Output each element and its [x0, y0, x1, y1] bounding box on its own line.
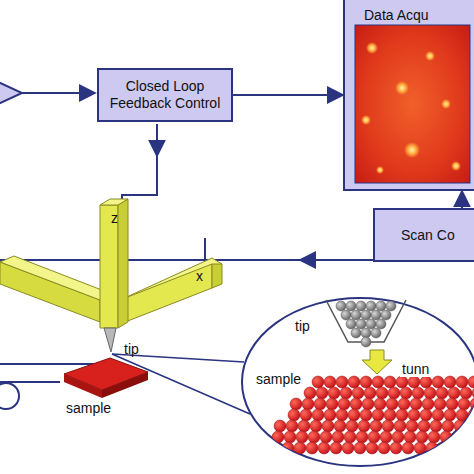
display-panel: Data Acqu: [343, 0, 474, 191]
tip-atoms: [336, 301, 396, 347]
part-label: z: [111, 210, 118, 226]
part-label: tunn: [400, 361, 431, 377]
tunnel-arrow: [362, 350, 392, 374]
tip-needle: [104, 328, 116, 352]
signal-arrow: [233, 94, 343, 96]
zoom-ellipse: [242, 298, 474, 466]
box-label: Closed Loop Feedback Control: [107, 78, 223, 112]
stm-spots: [361, 42, 461, 174]
signal-arrow: [461, 191, 463, 208]
box-label: Scan Co: [401, 227, 455, 244]
scan-arrow: [300, 259, 330, 261]
part-label: sample: [254, 371, 303, 387]
part-label: tip: [124, 341, 139, 357]
piezo-scanner: [0, 199, 222, 328]
part-label: sample: [66, 400, 111, 416]
part-label: tip: [293, 318, 312, 334]
part-label: x: [196, 268, 203, 284]
panel-fill: [344, 0, 474, 191]
atom-lattice: [258, 376, 474, 454]
box-label: Data Acqu: [364, 7, 429, 24]
process-box: Closed Loop Feedback Control: [97, 68, 233, 122]
z-control-wire: [156, 124, 158, 156]
process-box: Scan Co: [373, 208, 474, 262]
zoom-line: [112, 354, 250, 414]
current-meter: [0, 383, 19, 409]
tip-outline: [326, 300, 406, 342]
signal-wire: [22, 92, 95, 94]
scan-wire: [0, 259, 373, 261]
amplifier-symbol: [0, 80, 22, 106]
stm-image: [355, 25, 470, 183]
